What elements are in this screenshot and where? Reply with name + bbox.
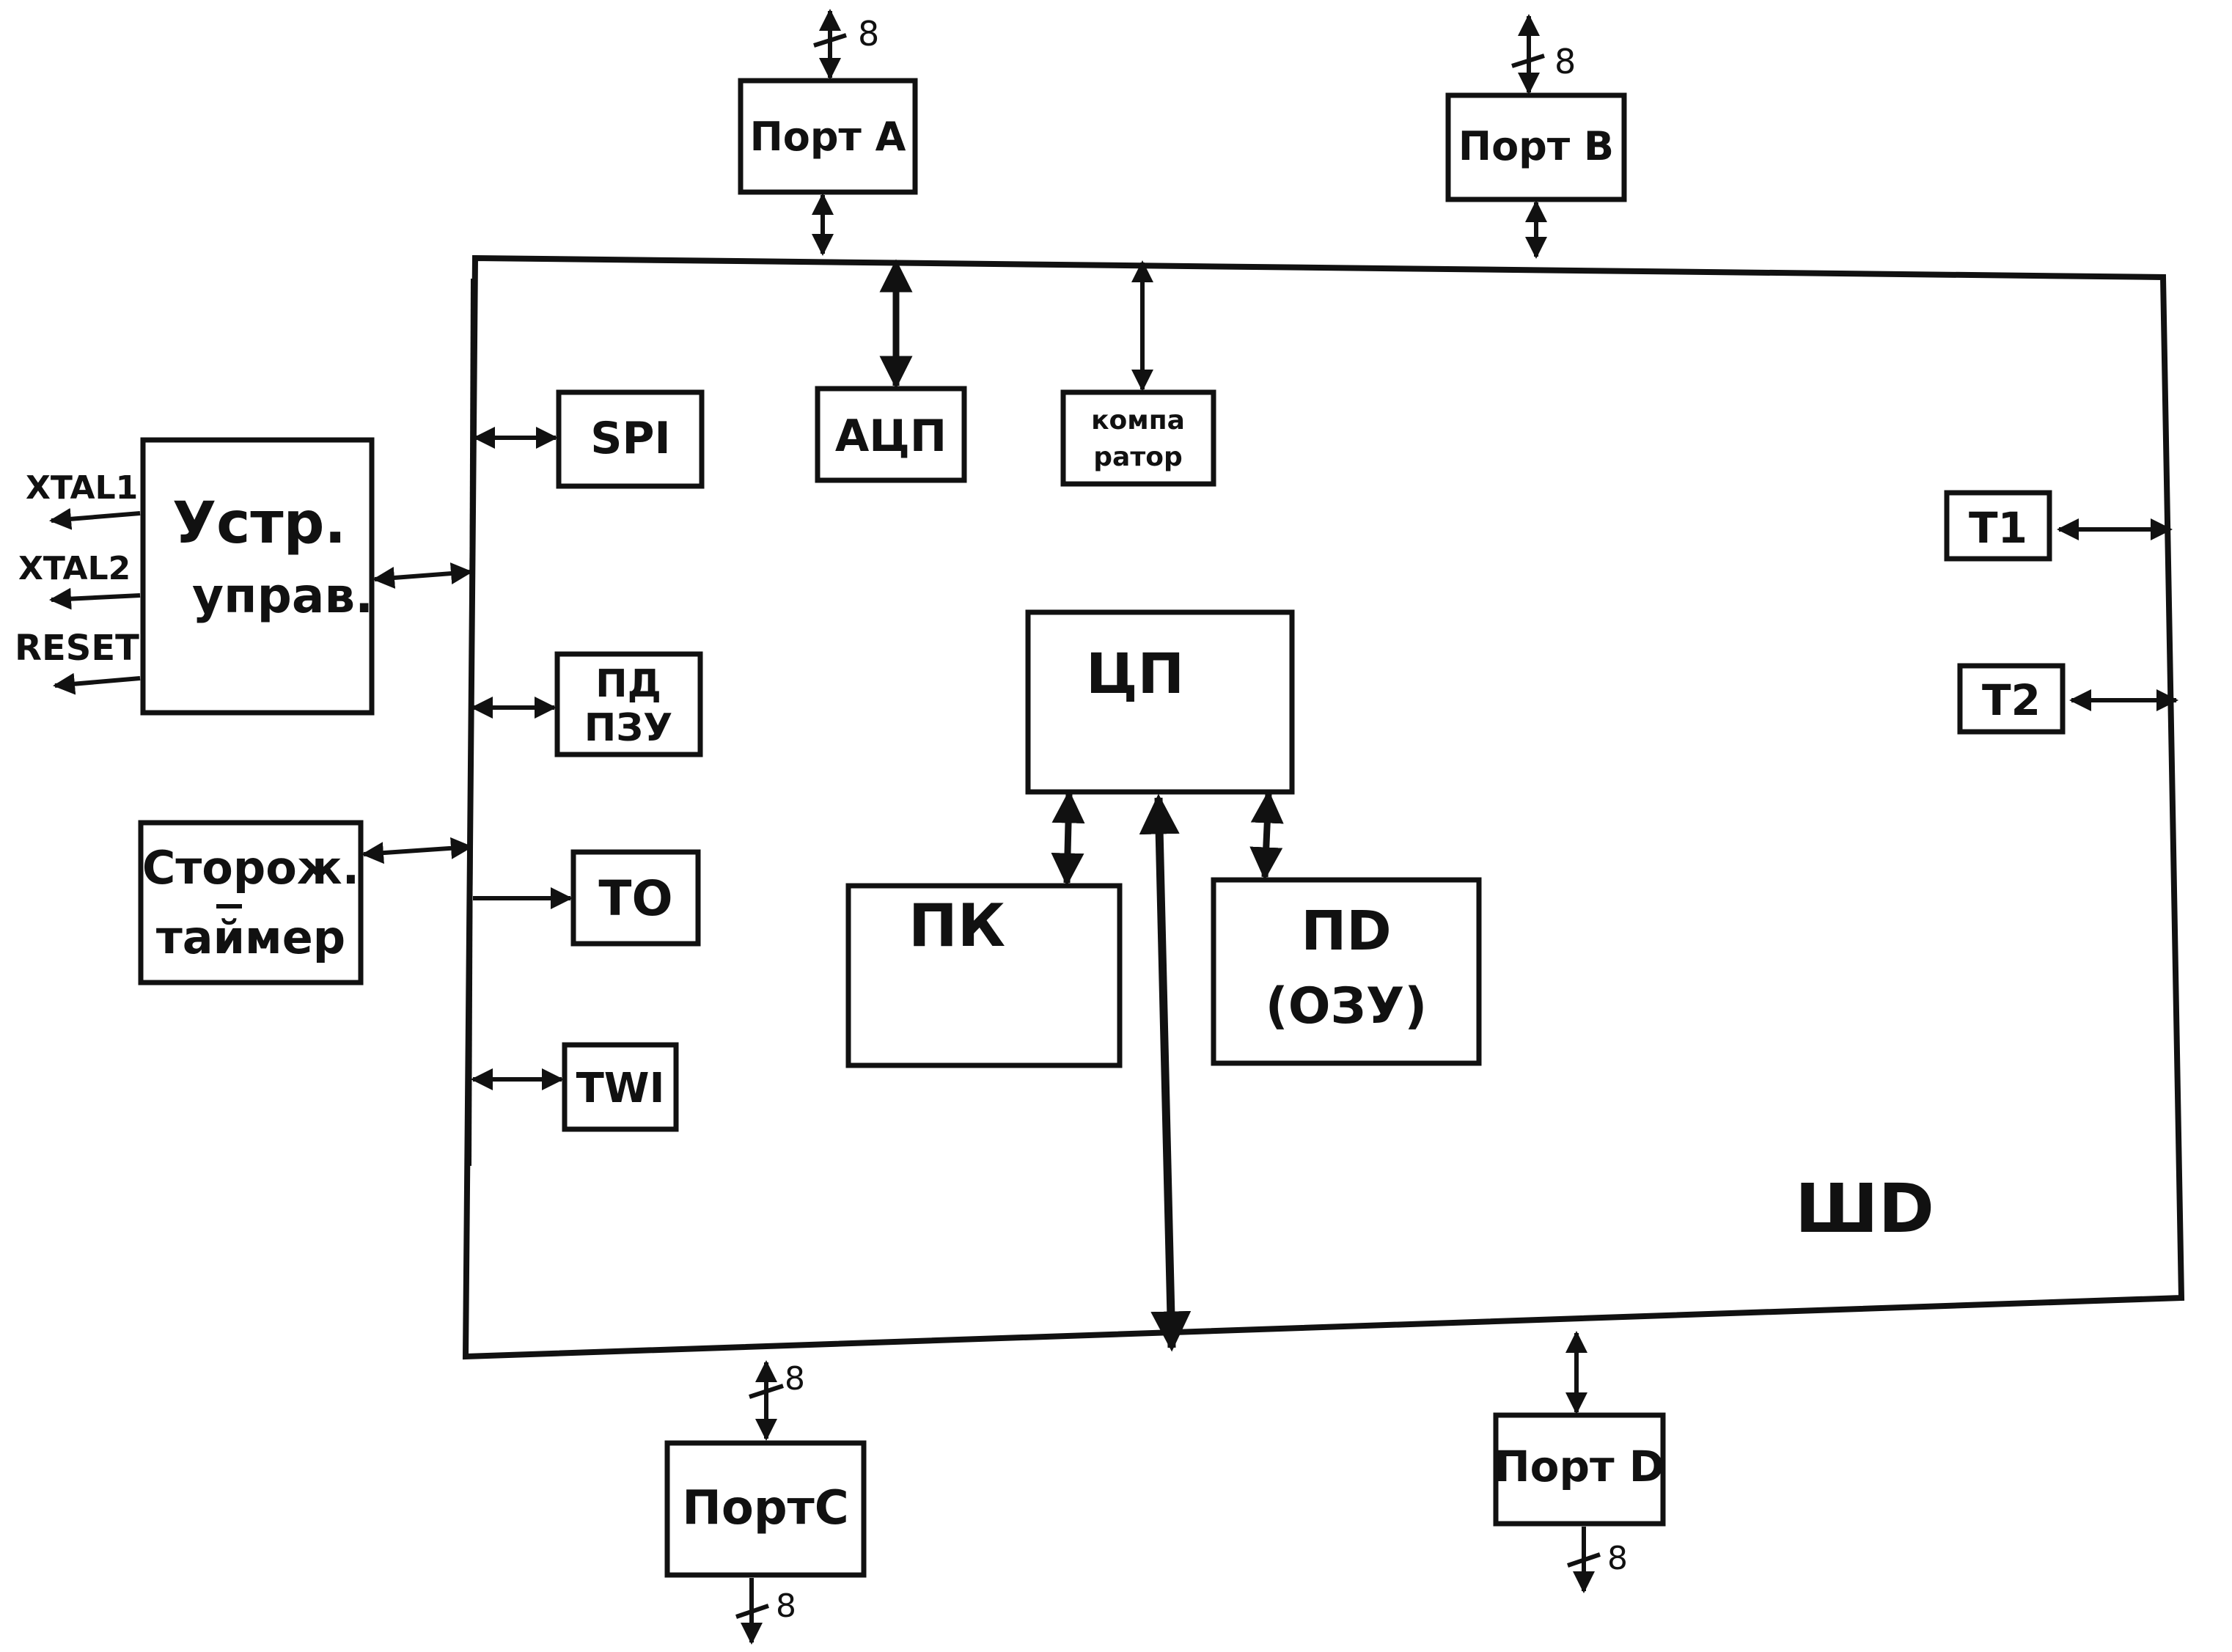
watchdog-label-2: таймер [156, 911, 345, 964]
pd-rom-label-2: ПЗУ [584, 706, 673, 750]
port-c-width-ext: 8 [776, 1587, 796, 1625]
xtal2-label: XTAL2 [18, 550, 131, 587]
watchdog-arrow [361, 837, 473, 864]
spi-label: SPI [590, 413, 671, 464]
t1-label: T1 [1969, 503, 2027, 553]
control-unit-block: Устр. управ. [140, 437, 375, 716]
t2-label: T2 [1982, 675, 2041, 725]
t0-block: TO [570, 849, 701, 947]
xtal1-arrow [49, 507, 141, 530]
reset-label: RESET [15, 628, 139, 669]
watchdog-label-1: Сторож. [142, 841, 359, 895]
port-c-label: ПортС [682, 1481, 848, 1535]
twi-block: TWI [562, 1042, 679, 1132]
adc-label: АЦП [835, 411, 947, 462]
port-c-block: ПортС [664, 1440, 867, 1578]
cpu-ram-arrow [1249, 790, 1284, 881]
port-b-label: Порт В [1458, 123, 1614, 169]
ram-block: ПD (ОЗУ) [1211, 877, 1482, 1066]
frame-label: ШD [1795, 1170, 1934, 1248]
comparator-block: компа ратор [1060, 389, 1216, 487]
port-d-width: 8 [1607, 1540, 1628, 1577]
xtal2-arrow [49, 587, 141, 610]
twi-label: TWI [576, 1065, 665, 1112]
main-data-bus [1139, 793, 1192, 1352]
port-d-ext-tick [1567, 1552, 1601, 1568]
port-b-ext-tick [1511, 54, 1545, 68]
t0-label: TO [598, 870, 672, 927]
port-b-width: 8 [1554, 42, 1576, 81]
port-c-ext-tick [735, 1604, 769, 1619]
pd-rom-block: ПД ПЗУ [554, 651, 703, 757]
ram-label-2: (ОЗУ) [1266, 977, 1428, 1035]
ram-label-1: ПD [1301, 900, 1391, 963]
port-d-block: Порт D [1493, 1412, 1666, 1527]
spi-block: SPI [556, 389, 705, 489]
port-d-label: Порт D [1494, 1442, 1664, 1491]
cpu-pk-arrow [1051, 790, 1085, 886]
comparator-label-1: компа [1091, 405, 1185, 436]
port-a-label: Порт А [750, 114, 906, 160]
pk-block: ПК [845, 883, 1123, 1068]
control-unit-arrow [372, 562, 473, 589]
control-unit-label-1: Устр. [172, 491, 346, 557]
adc-block: АЦП [815, 386, 967, 483]
port-a-ext-tick [813, 33, 847, 48]
xtal1-label: XTAL1 [26, 469, 138, 507]
port-a-block: Порт А [738, 78, 918, 195]
t2-block: T2 [1957, 663, 2066, 735]
cpu-block: ЦП [1025, 609, 1295, 795]
watchdog-block: Сторож. таймер [138, 820, 364, 985]
comparator-label-2: ратор [1093, 442, 1182, 472]
internal-left-bus [467, 278, 475, 1167]
port-c-int-tick [749, 1384, 784, 1399]
port-a-width: 8 [858, 14, 879, 54]
port-b-block: Порт В [1445, 92, 1627, 202]
t1-block: T1 [1944, 490, 2052, 562]
cpu-label: ЦП [1086, 641, 1184, 706]
control-unit-label-2: управ. [192, 568, 373, 624]
pd-rom-label-1: ПД [595, 662, 661, 706]
reset-arrow [53, 672, 141, 695]
pk-label: ПК [908, 892, 1005, 960]
port-c-width: 8 [785, 1360, 805, 1398]
